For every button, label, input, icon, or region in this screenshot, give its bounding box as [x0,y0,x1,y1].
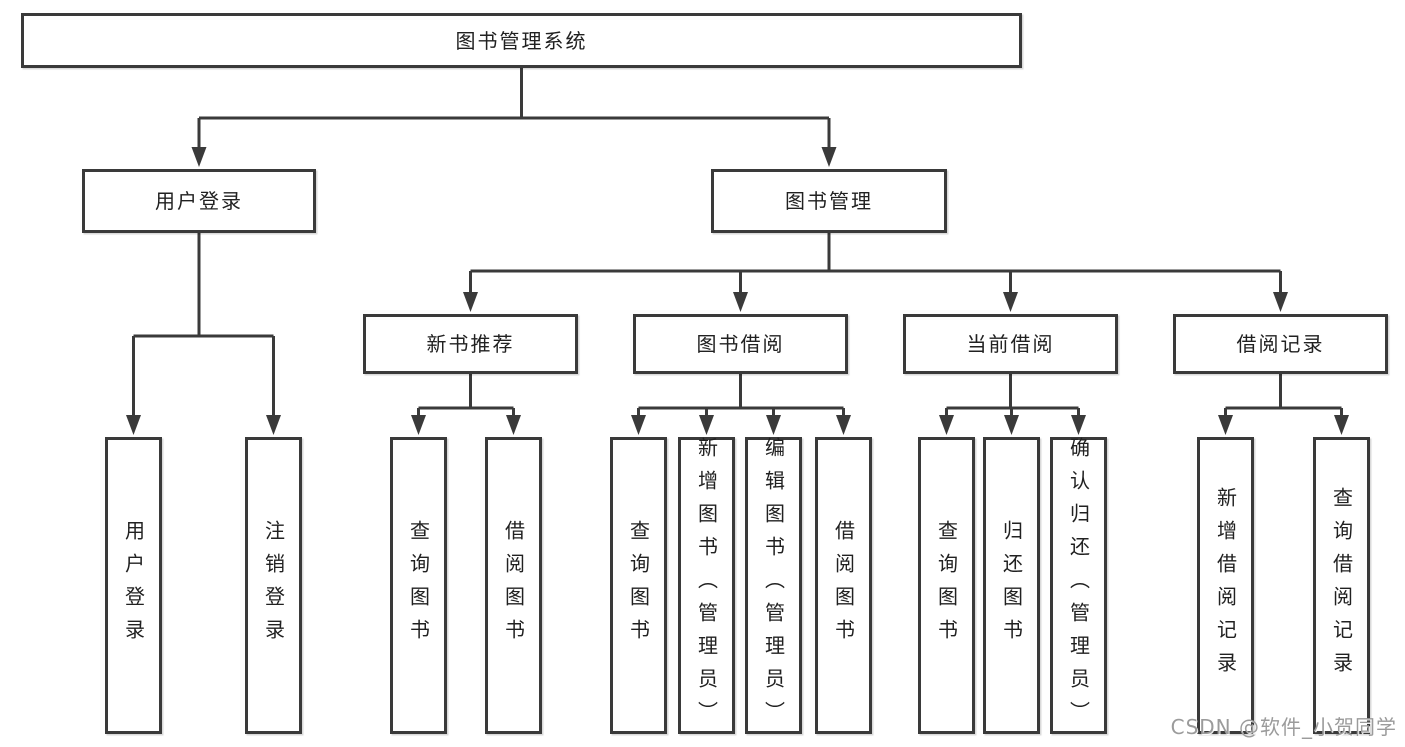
node-label: 查询图书 [406,519,431,652]
node-label: 编辑图书（管理员） [761,437,786,734]
node-label: 图书管理系统 [455,28,588,53]
node-current-borrowing: 当前借阅 [903,314,1118,374]
node-user-login-module: 用户登录 [82,169,316,233]
watermark: CSDN @软件_小贺同学 [1170,715,1397,739]
leaf-query-borrow-record: 查询借阅记录 [1313,437,1370,734]
node-label: 借阅图书 [831,519,856,652]
node-book-management-module: 图书管理 [711,169,947,233]
node-label: 新增图书（管理员） [694,437,719,734]
node-label: 查询借阅记录 [1329,486,1354,685]
node-label: 新书推荐 [426,332,515,356]
node-label: 图书管理 [785,189,873,213]
node-label: 用户登录 [155,189,243,213]
node-label: 归还图书 [999,519,1024,652]
leaf-borrow-books-borrowing: 借阅图书 [815,437,872,734]
node-label: 借阅记录 [1236,332,1325,356]
leaf-add-borrow-record: 新增借阅记录 [1197,437,1254,734]
leaf-query-books-current: 查询图书 [918,437,975,734]
node-book-borrowing: 图书借阅 [633,314,848,374]
leaf-confirm-return-admin: 确认归还（管理员） [1050,437,1107,734]
leaf-edit-book-admin: 编辑图书（管理员） [745,437,802,734]
node-label: 确认归还（管理员） [1066,437,1091,734]
leaf-query-books-newbook: 查询图书 [390,437,447,734]
node-label: 注销登录 [261,519,286,652]
node-label: 用户登录 [121,519,146,652]
node-label: 当前借阅 [966,332,1055,356]
node-label: 查询图书 [934,519,959,652]
node-label: 借阅图书 [501,519,526,652]
node-new-book-recommend: 新书推荐 [363,314,578,374]
node-label: 图书借阅 [696,332,785,356]
leaf-return-book: 归还图书 [983,437,1040,734]
node-label: 新增借阅记录 [1213,486,1238,685]
leaf-query-books-borrowing: 查询图书 [610,437,667,734]
node-borrowing-records: 借阅记录 [1173,314,1388,374]
node-label: 查询图书 [626,519,651,652]
leaf-add-book-admin: 新增图书（管理员） [678,437,735,734]
node-library-management-system: 图书管理系统 [21,13,1022,68]
leaf-borrow-books-newbook: 借阅图书 [485,437,542,734]
leaf-user-login: 用户登录 [105,437,162,734]
leaf-logout: 注销登录 [245,437,302,734]
